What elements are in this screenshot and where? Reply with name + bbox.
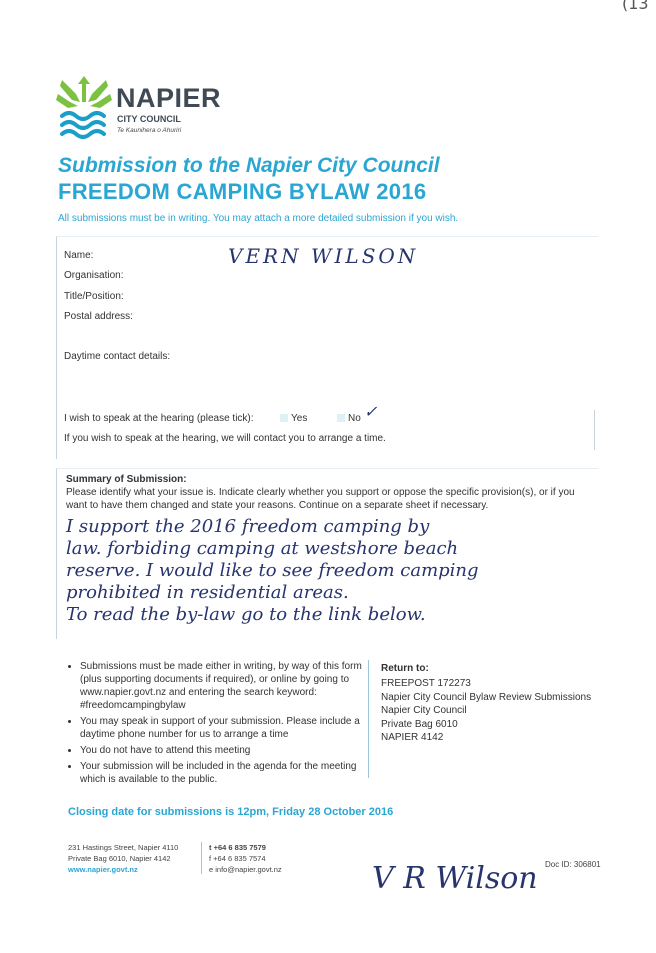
name-field[interactable]: VERN WILSON [228,244,419,268]
fax-number: f +64 6 835 7574 [209,854,266,863]
logo-maori-text: Te Kaunihera o Ahuriri [117,127,182,134]
no-label: No [348,413,361,424]
footer-address: 231 Hastings Street, Napier 4110 Private… [68,842,178,875]
column-divider [368,660,369,778]
footer-divider [201,842,202,874]
speak-at-hearing-label: I wish to speak at the hearing (please t… [64,413,254,424]
return-address: FREEPOST 172273 Napier City Council Byla… [381,677,591,745]
return-to-title: Return to: [381,663,429,674]
title-position-label: Title/Position: [64,291,124,302]
email-link[interactable]: e info@napier.govt.nz [209,865,282,874]
no-checkbox-box[interactable] [337,414,345,422]
list-item: Submissions must be made either in writi… [80,660,370,712]
address-line: 231 Hastings Street, Napier 4110 [68,843,179,852]
page-subtitle: Submission to the Napier City Council [58,154,440,177]
list-item: You may speak in support of your submiss… [80,715,370,741]
submission-info-list: Submissions must be made either in writi… [64,660,370,789]
signature: V R Wilson [372,861,538,896]
yes-checkbox-box[interactable] [280,414,288,422]
summary-title: Summary of Submission: [66,474,187,485]
no-checkbox[interactable]: No [337,412,361,425]
summary-section [56,468,598,639]
summary-instructions: Please identify what your issue is. Indi… [66,487,575,511]
summary-line: To read the by-law go to the link below. [66,604,426,625]
name-label: Name: [64,250,94,261]
summary-text-area[interactable]: I support the 2016 freedom camping by la… [66,516,606,626]
napier-logo-icon [56,76,112,139]
page-title: FREEDOM CAMPING BYLAW 2016 [58,179,427,204]
doc-id: Doc ID: 306801 [545,860,601,869]
list-item: Your submission will be included in the … [80,760,370,786]
contact-details-section [56,236,598,459]
postal-address-label: Postal address: [64,311,133,322]
speak-note: If you wish to speak at the hearing, we … [64,433,386,444]
return-address-line: Private Bag 6010 [381,718,458,730]
return-address-line: Napier City Council Bylaw Review Submiss… [381,691,592,703]
summary-line: I support the 2016 freedom camping by [66,516,430,537]
summary-line: prohibited in residential areas. [66,582,349,603]
list-item: You do not have to attend this meeting [80,744,370,757]
footer-contact: t +64 6 835 7579 f +64 6 835 7574 e info… [209,842,282,875]
tick-mark-icon: ✓ [364,402,378,421]
return-address-line: Napier City Council [381,705,467,716]
summary-line: law. forbiding camping at westshore beac… [66,538,459,559]
corner-mark: (13 [622,0,649,13]
summary-line: reserve. I would like to see freedom cam… [66,560,479,581]
yes-checkbox[interactable]: Yes [280,412,307,425]
intro-text: All submissions must be in writing. You … [58,213,459,224]
return-address-line: FREEPOST 172273 [381,678,471,689]
phone-number: t +64 6 835 7579 [209,843,266,852]
logo-wordmark: NAPIER [116,83,222,113]
daytime-contact-label: Daytime contact details: [64,351,171,362]
logo-council-text: CITY COUNCIL [117,114,181,124]
return-address-line: NAPIER 4142 [381,732,444,743]
organisation-label: Organisation: [64,270,124,281]
yes-label: Yes [291,413,308,424]
form-box-edge [594,410,595,450]
website-link[interactable]: www.napier.govt.nz [68,865,138,874]
closing-date: Closing date for submissions is 12pm, Fr… [68,806,394,818]
address-line: Private Bag 6010, Napier 4142 [68,854,171,863]
